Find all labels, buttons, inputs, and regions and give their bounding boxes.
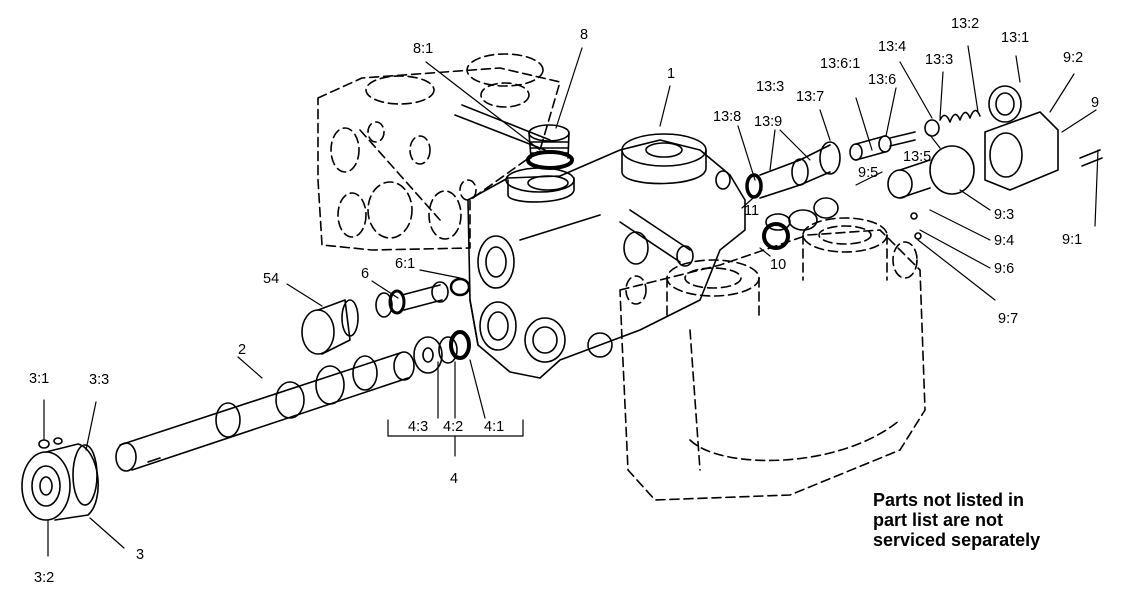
callout-13-3-left: 13:3 [756, 79, 785, 95]
plug-part-54 [301, 277, 471, 355]
callout-13-3-right: 13:3 [925, 52, 954, 68]
callout-3-1: 3:1 [29, 371, 50, 387]
valve-body [467, 133, 746, 379]
callout-3: 3 [136, 547, 145, 563]
callout-11: 11 [744, 203, 760, 219]
callout-9-5: 9:5 [858, 165, 879, 181]
callout-13-6: 13:6 [868, 72, 897, 88]
callout-9-2: 9:2 [1063, 50, 1084, 66]
callout-13-9: 13:9 [754, 114, 783, 130]
spool-part-2 [115, 351, 415, 472]
callout-6-1: 6:1 [395, 256, 416, 272]
callout-9-6: 9:6 [994, 261, 1015, 277]
callout-9-3: 9:3 [994, 207, 1015, 223]
callout-6: 6 [361, 266, 370, 282]
callout-54: 54 [263, 271, 280, 287]
callout-4-1: 4:1 [484, 419, 505, 435]
callout-13-4: 13:4 [878, 39, 907, 55]
callout-13-8: 13:8 [713, 109, 742, 125]
cartridge-part-13 [745, 85, 1022, 199]
plug-part-8 [526, 124, 574, 170]
callout-9-1: 9:1 [1062, 232, 1083, 248]
callout-13-5: 13:5 [903, 149, 932, 165]
callout-4: 4 [450, 471, 459, 487]
callout-2: 2 [238, 342, 247, 358]
cap-part-3 [21, 437, 99, 521]
relief-valve-part-9 [762, 111, 1103, 250]
callout-4-3: 4:3 [408, 419, 429, 435]
callout-10: 10 [770, 257, 787, 273]
callout-13-2: 13:2 [951, 16, 980, 32]
callout-1: 1 [667, 66, 676, 82]
service-note-line-2: part list are not [873, 510, 1004, 530]
callout-8: 8 [580, 27, 589, 43]
callout-9-7: 9:7 [998, 311, 1019, 327]
front-section-dashed [619, 217, 926, 501]
callout-4-2: 4:2 [443, 419, 464, 435]
service-note-line-3: serviced separately [873, 530, 1041, 550]
callout-3-2: 3:2 [34, 570, 55, 586]
service-note-line-1: Parts not listed in [873, 490, 1025, 510]
seal-part-4 [413, 330, 471, 374]
callout-3-3: 3:3 [89, 372, 110, 388]
callout-9: 9 [1091, 95, 1100, 111]
callout-13-7: 13:7 [796, 89, 825, 105]
rear-section-dashed [317, 53, 561, 251]
callout-8-1: 8:1 [413, 41, 434, 57]
callout-9-4: 9:4 [994, 233, 1015, 249]
callout-13-1: 13:1 [1001, 30, 1030, 46]
callout-13-6-1: 13:6:1 [820, 56, 861, 72]
service-note: Parts not listed in part list are not se… [873, 490, 1040, 550]
leader-lines [43, 45, 1099, 557]
